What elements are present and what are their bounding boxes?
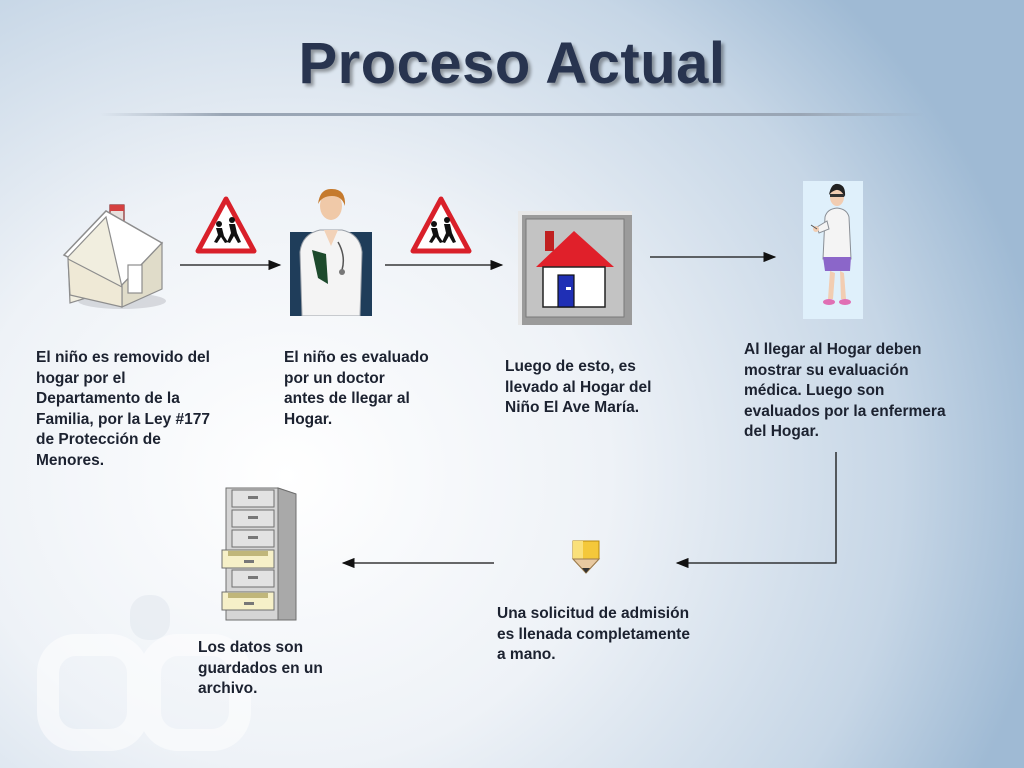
step-6-caption: Los datos son guardados en un archivo. (198, 639, 323, 697)
slide-title: Proceso Actual (298, 31, 726, 96)
children-crossing-sign-icon (195, 196, 257, 254)
title-divider (100, 113, 924, 116)
arrow-4 (675, 452, 837, 569)
house-icon (62, 204, 166, 309)
step-1-caption: El niño es removido del hogar por el Dep… (36, 349, 211, 469)
file-cabinet-icon (221, 487, 297, 621)
step-3-caption: Luego de esto, es llevado al Hogar del N… (505, 358, 652, 416)
home-picture-icon (518, 211, 632, 325)
step-5-caption: Una solicitud de admisión es llenada com… (497, 605, 690, 663)
step-2-caption: El niño es evaluado por un doctor antes … (284, 349, 429, 428)
doctor-icon (290, 188, 372, 316)
children-crossing-sign-icon-2 (410, 196, 472, 254)
step-4-caption: Al llegar al Hogar deben mostrar su eval… (744, 341, 946, 440)
nurse-icon (803, 181, 863, 319)
watermark-logo (37, 595, 251, 751)
pencil-icon (571, 540, 601, 574)
